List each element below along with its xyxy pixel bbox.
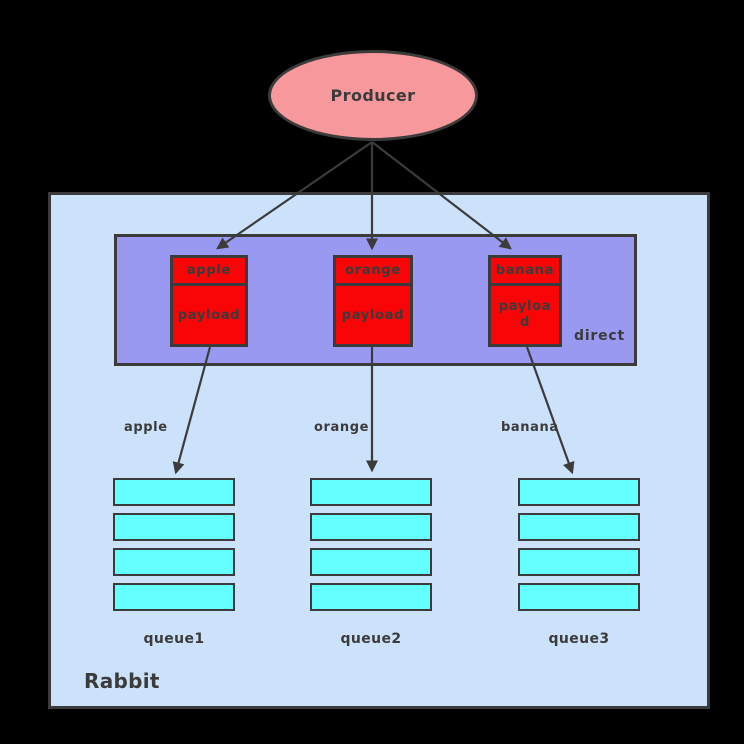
message-orange-routing-key: orange — [336, 258, 410, 286]
queue1-slot — [113, 478, 235, 506]
message-apple: apple payload — [170, 255, 248, 347]
queue3-slot — [518, 548, 640, 576]
queue2-label: queue2 — [340, 631, 402, 647]
queue3: queue3 — [518, 478, 640, 647]
queue1: queue1 — [113, 478, 235, 647]
binding-label-apple: apple — [124, 420, 168, 435]
queue2-slot — [310, 548, 432, 576]
broker-label: Rabbit — [84, 669, 160, 693]
message-apple-routing-key: apple — [173, 258, 245, 286]
producer-node: Producer — [268, 50, 478, 141]
queue2-slot — [310, 583, 432, 611]
queue2-slot — [310, 513, 432, 541]
queue1-slot — [113, 548, 235, 576]
queue1-slot — [113, 583, 235, 611]
queue1-slot — [113, 513, 235, 541]
binding-label-orange: orange — [314, 420, 370, 435]
message-banana-routing-key: banana — [491, 258, 559, 286]
queue3-slot — [518, 513, 640, 541]
message-banana: banana payload — [488, 255, 562, 347]
message-apple-payload: payload — [177, 307, 241, 323]
binding-label-banana: banana — [501, 420, 559, 435]
message-banana-payload: payload — [498, 298, 552, 330]
queue1-label: queue1 — [143, 631, 205, 647]
queue3-slot — [518, 478, 640, 506]
queue2-slot — [310, 478, 432, 506]
exchange-label: direct — [574, 328, 626, 344]
message-orange-payload: payload — [341, 307, 405, 323]
message-orange: orange payload — [333, 255, 413, 347]
queue3-slot — [518, 583, 640, 611]
producer-label: Producer — [330, 86, 416, 105]
queue2: queue2 — [310, 478, 432, 647]
queue3-label: queue3 — [548, 631, 610, 647]
